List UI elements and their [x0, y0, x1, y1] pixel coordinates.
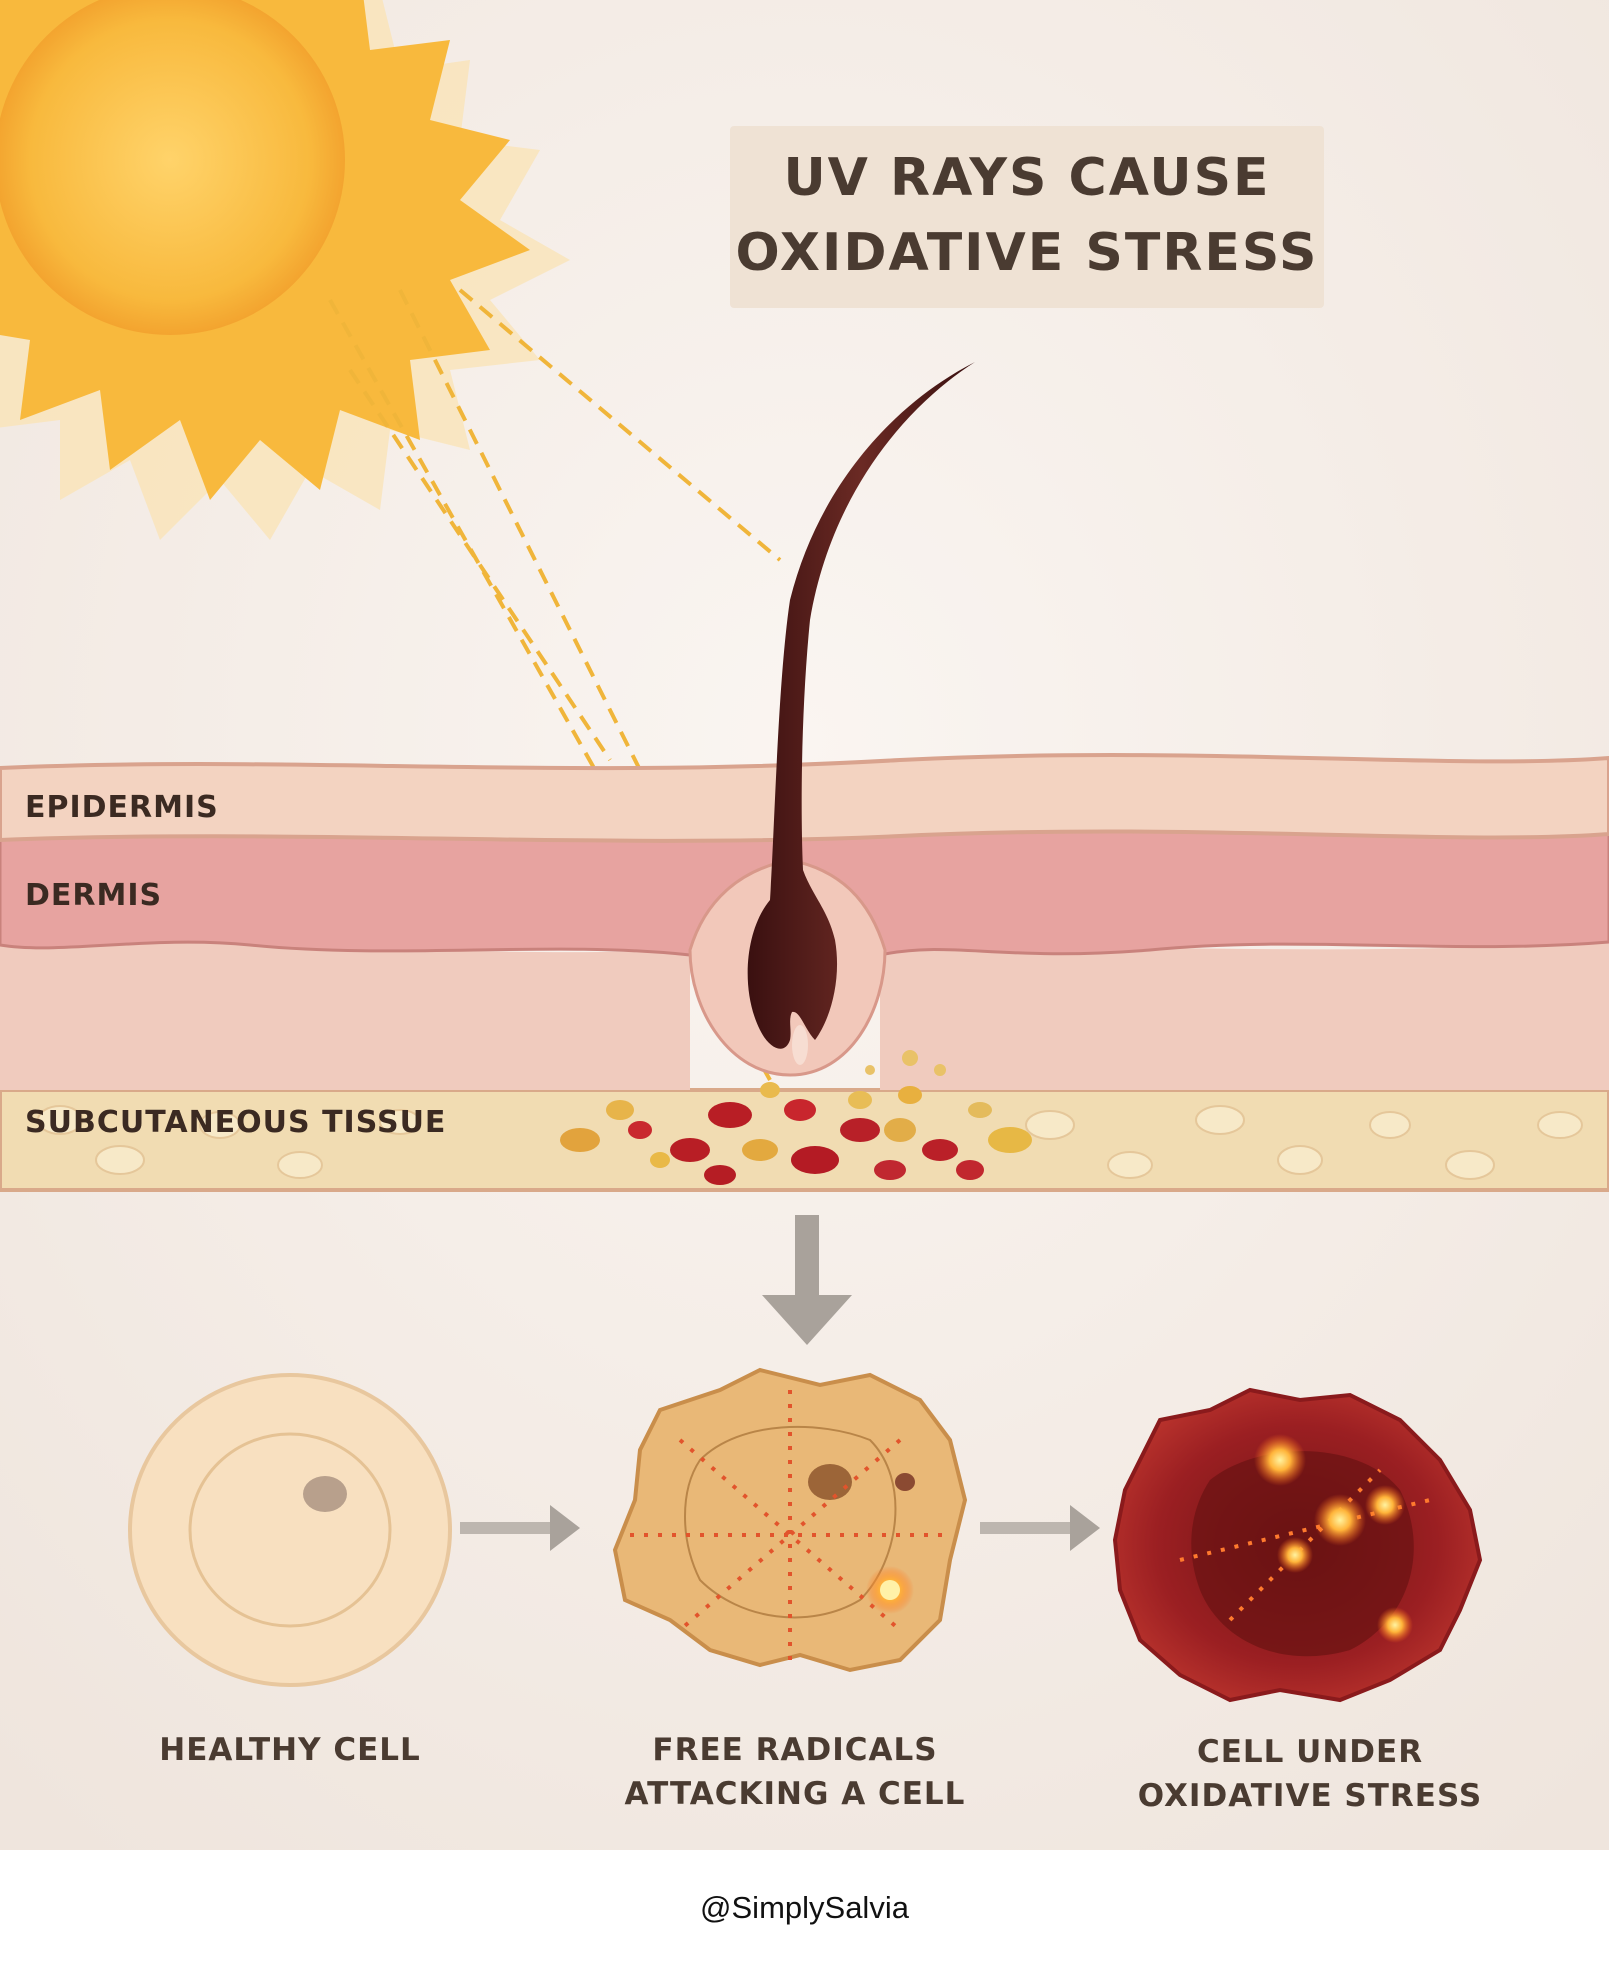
right-arrow-icon-2 [980, 1505, 1100, 1551]
down-arrow-icon [762, 1215, 852, 1345]
dermis-label: DERMIS [25, 878, 163, 913]
title-line-2: OXIDATIVE STRESS [735, 223, 1319, 283]
free-radicals-cluster [560, 1050, 1032, 1185]
free-radicals-label-line-1: FREE RADICALS [652, 1732, 938, 1768]
damaged-cell-icon [1112, 1387, 1483, 1703]
sun-icon [0, 0, 570, 540]
stressed-cell-label: CELL UNDER OXIDATIVE STRESS [1100, 1730, 1520, 1818]
fat-cells [37, 1105, 1583, 1180]
right-arrow-icon [460, 1505, 580, 1551]
lower-dermis [0, 937, 1609, 1090]
epidermis-layer [0, 753, 1609, 843]
damage-paths [1179, 1468, 1431, 1622]
footer-strip [0, 1850, 1609, 1986]
credit-handle: @SimplySalvia [700, 1890, 909, 1925]
free-radicals-label-line-2: ATTACKING A CELL [624, 1776, 966, 1812]
title-box: UV RAYS CAUSE OXIDATIVE STRESS [730, 126, 1324, 308]
stressed-cell-label-line-1: CELL UNDER [1196, 1734, 1424, 1770]
attacked-cell-icon [612, 1367, 968, 1673]
epidermis-label: EPIDERMIS [25, 790, 219, 825]
radical-paths [630, 1390, 950, 1660]
title-line-1: UV RAYS CAUSE [783, 148, 1271, 208]
subcutaneous-label: SUBCUTANEOUS TISSUE [25, 1105, 447, 1140]
free-radicals-label: FREE RADICALS ATTACKING A CELL [580, 1728, 1010, 1816]
healthy-cell-label: HEALTHY CELL [90, 1728, 490, 1772]
healthy-cell-label-line-1: HEALTHY CELL [159, 1732, 421, 1768]
stressed-cell-label-line-2: OXIDATIVE STRESS [1137, 1778, 1483, 1814]
hair-icon [747, 362, 975, 1049]
healthy-cell-icon [128, 1373, 452, 1687]
uv-rays [328, 288, 792, 1081]
